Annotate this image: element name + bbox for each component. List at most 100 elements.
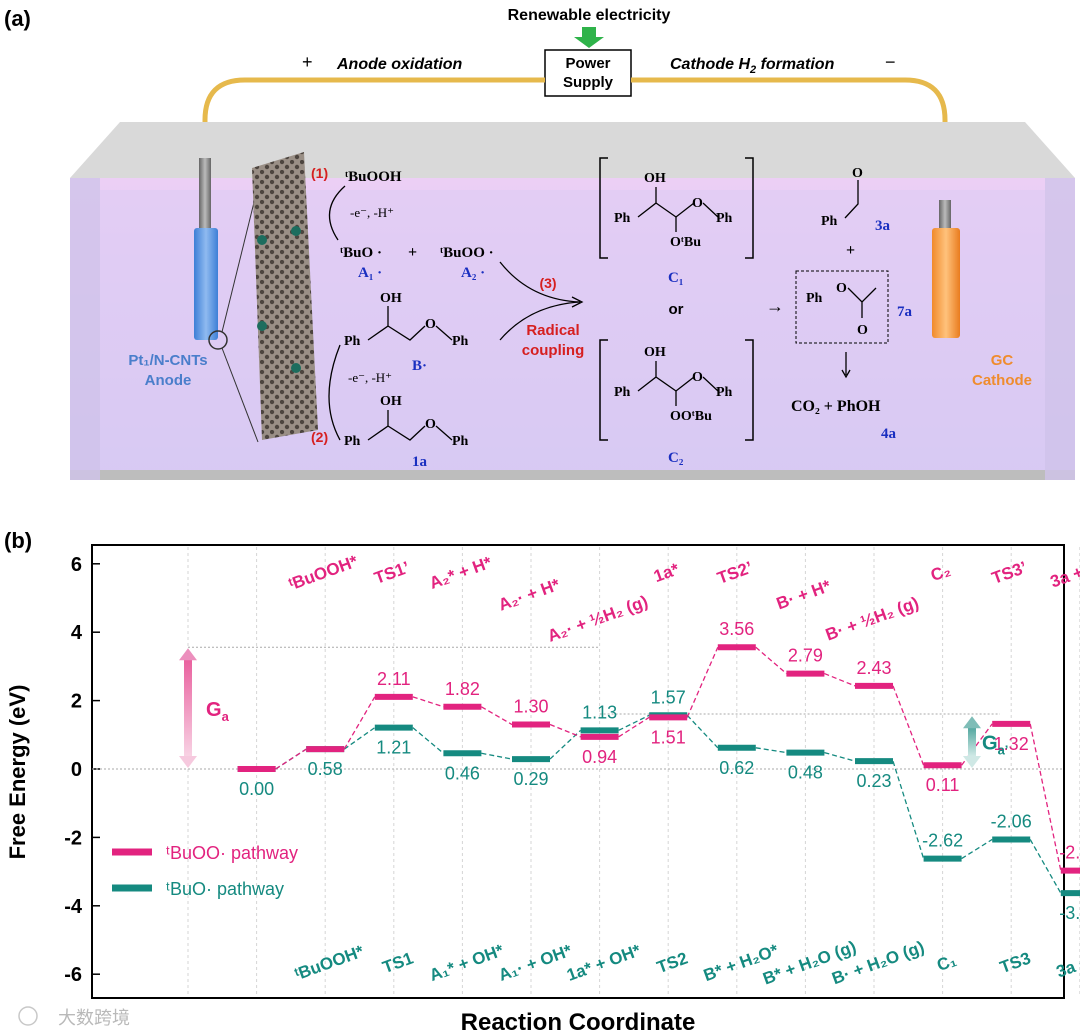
plus-sign: + [302, 52, 313, 72]
ga-arrow [184, 659, 192, 757]
1a-ph2: Ph [452, 434, 469, 449]
1a-ph: Ph [344, 434, 361, 449]
y-tick-label: 0 [71, 759, 82, 781]
connector [618, 714, 650, 731]
cathode-label-line1: GC [991, 352, 1014, 369]
anode-rod [199, 158, 211, 228]
pt-atom [291, 363, 301, 373]
value-label: 0.58 [308, 759, 343, 779]
ga-prime-arrowhead-up [963, 716, 981, 729]
connector [618, 716, 650, 738]
radical-coupling-line1: Radical [526, 322, 579, 339]
3a-o: O [852, 166, 863, 181]
value-label: 2.43 [856, 658, 891, 678]
connector [961, 838, 993, 860]
y-axis-label: Free Energy (eV) [5, 685, 30, 860]
value-label: 2.79 [788, 646, 823, 666]
y-tick-label: -4 [64, 896, 83, 918]
cathode-label-line2: Cathode [972, 372, 1032, 389]
label-C1: C₁ [668, 270, 683, 286]
minus-sign: − [885, 52, 896, 72]
b-oh: OH [380, 291, 402, 306]
value-label: 1.82 [445, 679, 480, 699]
c2-bracket [599, 339, 754, 441]
value-label: 0.46 [445, 763, 480, 783]
connector [892, 685, 925, 766]
power-supply-box [544, 49, 632, 97]
panel-a-label: (a) [4, 6, 31, 31]
connector [343, 696, 376, 750]
value-label: 3.56 [719, 619, 754, 639]
value-label: 1.30 [513, 697, 548, 717]
connector [412, 727, 444, 754]
connector [686, 646, 719, 718]
ga-arrowhead-down [179, 756, 197, 768]
watermark: 大数跨境 [58, 1008, 130, 1028]
down-arrow-icon [574, 27, 604, 48]
y-tick-label: 2 [71, 691, 82, 713]
tbuo-radical: ᵗBuO · [340, 245, 382, 261]
value-label: 0.11 [926, 775, 960, 795]
c2-o: O [692, 370, 703, 385]
value-label: -3.63 [1059, 903, 1080, 923]
tank-right-wall [1045, 178, 1075, 480]
tbuoo-radical: ᵗBuOO · [440, 245, 494, 261]
anode-electrode [194, 228, 218, 340]
anode-zoom-circle [208, 330, 228, 350]
7a-o1: O [836, 281, 847, 296]
value-label: 1.21 [376, 738, 411, 758]
label-7a: 7a [897, 304, 913, 320]
value-label: -2.62 [922, 831, 963, 851]
anode-oxidation-label: Anode oxidation [336, 56, 463, 73]
y-tick-label: -2 [64, 827, 82, 849]
c2-oh: OH [644, 345, 666, 360]
legend-label-tbuo: ᵗBuO· pathway [166, 879, 284, 899]
power-supply-line2: Supply [563, 74, 614, 91]
y-tick-label: 6 [71, 554, 82, 576]
power-supply-line1: Power [565, 55, 610, 72]
3a-ph: Ph [821, 214, 838, 229]
1a-o: O [425, 417, 436, 432]
value-label: 1.32 [994, 734, 1029, 754]
value-label: 1.57 [651, 687, 686, 707]
value-label: 0.62 [719, 758, 754, 778]
connector [755, 747, 787, 754]
products-plus: + [846, 242, 855, 259]
connector [549, 723, 581, 738]
ga-arrowhead-up [179, 648, 197, 661]
label-A1: A₁ · [358, 265, 382, 281]
connector [755, 646, 787, 675]
pt-atom [257, 235, 267, 245]
c1-ph: Ph [614, 211, 631, 226]
connector [1029, 723, 1062, 871]
value-label: 0.29 [513, 769, 548, 789]
7a-o2: O [857, 323, 868, 338]
anode-label-line1: Pt₁/N-CNTs [128, 352, 207, 369]
connector [824, 751, 856, 762]
panel-b-label: (b) [4, 528, 32, 553]
renewable-electricity-label: Renewable electricity [508, 7, 671, 24]
connector [412, 696, 444, 708]
value-label: 1.51 [651, 727, 686, 747]
value-label: -2.06 [991, 811, 1032, 831]
c2-ootbu: OOᵗBu [670, 409, 712, 424]
legend-label-tbuoo: ᵗBuOO· pathway [166, 843, 298, 863]
c1-ph2: Ph [716, 211, 733, 226]
y-tick-label: -6 [64, 964, 82, 986]
or-label: or [669, 301, 684, 318]
b-ph2: Ph [452, 334, 469, 349]
c1-bracket [599, 157, 754, 259]
value-label: 0.00 [239, 779, 274, 799]
reaction-arrow: → [766, 296, 784, 316]
step-3-label: (3) [539, 275, 556, 291]
plus-label: + [408, 244, 417, 261]
label-1a: 1a [412, 454, 428, 470]
value-label: 0.23 [856, 771, 891, 791]
connector [1029, 839, 1062, 894]
cathode-electrode [932, 228, 960, 338]
connector [481, 706, 513, 726]
c1-o: O [692, 196, 703, 211]
grid-lines [187, 547, 1080, 996]
